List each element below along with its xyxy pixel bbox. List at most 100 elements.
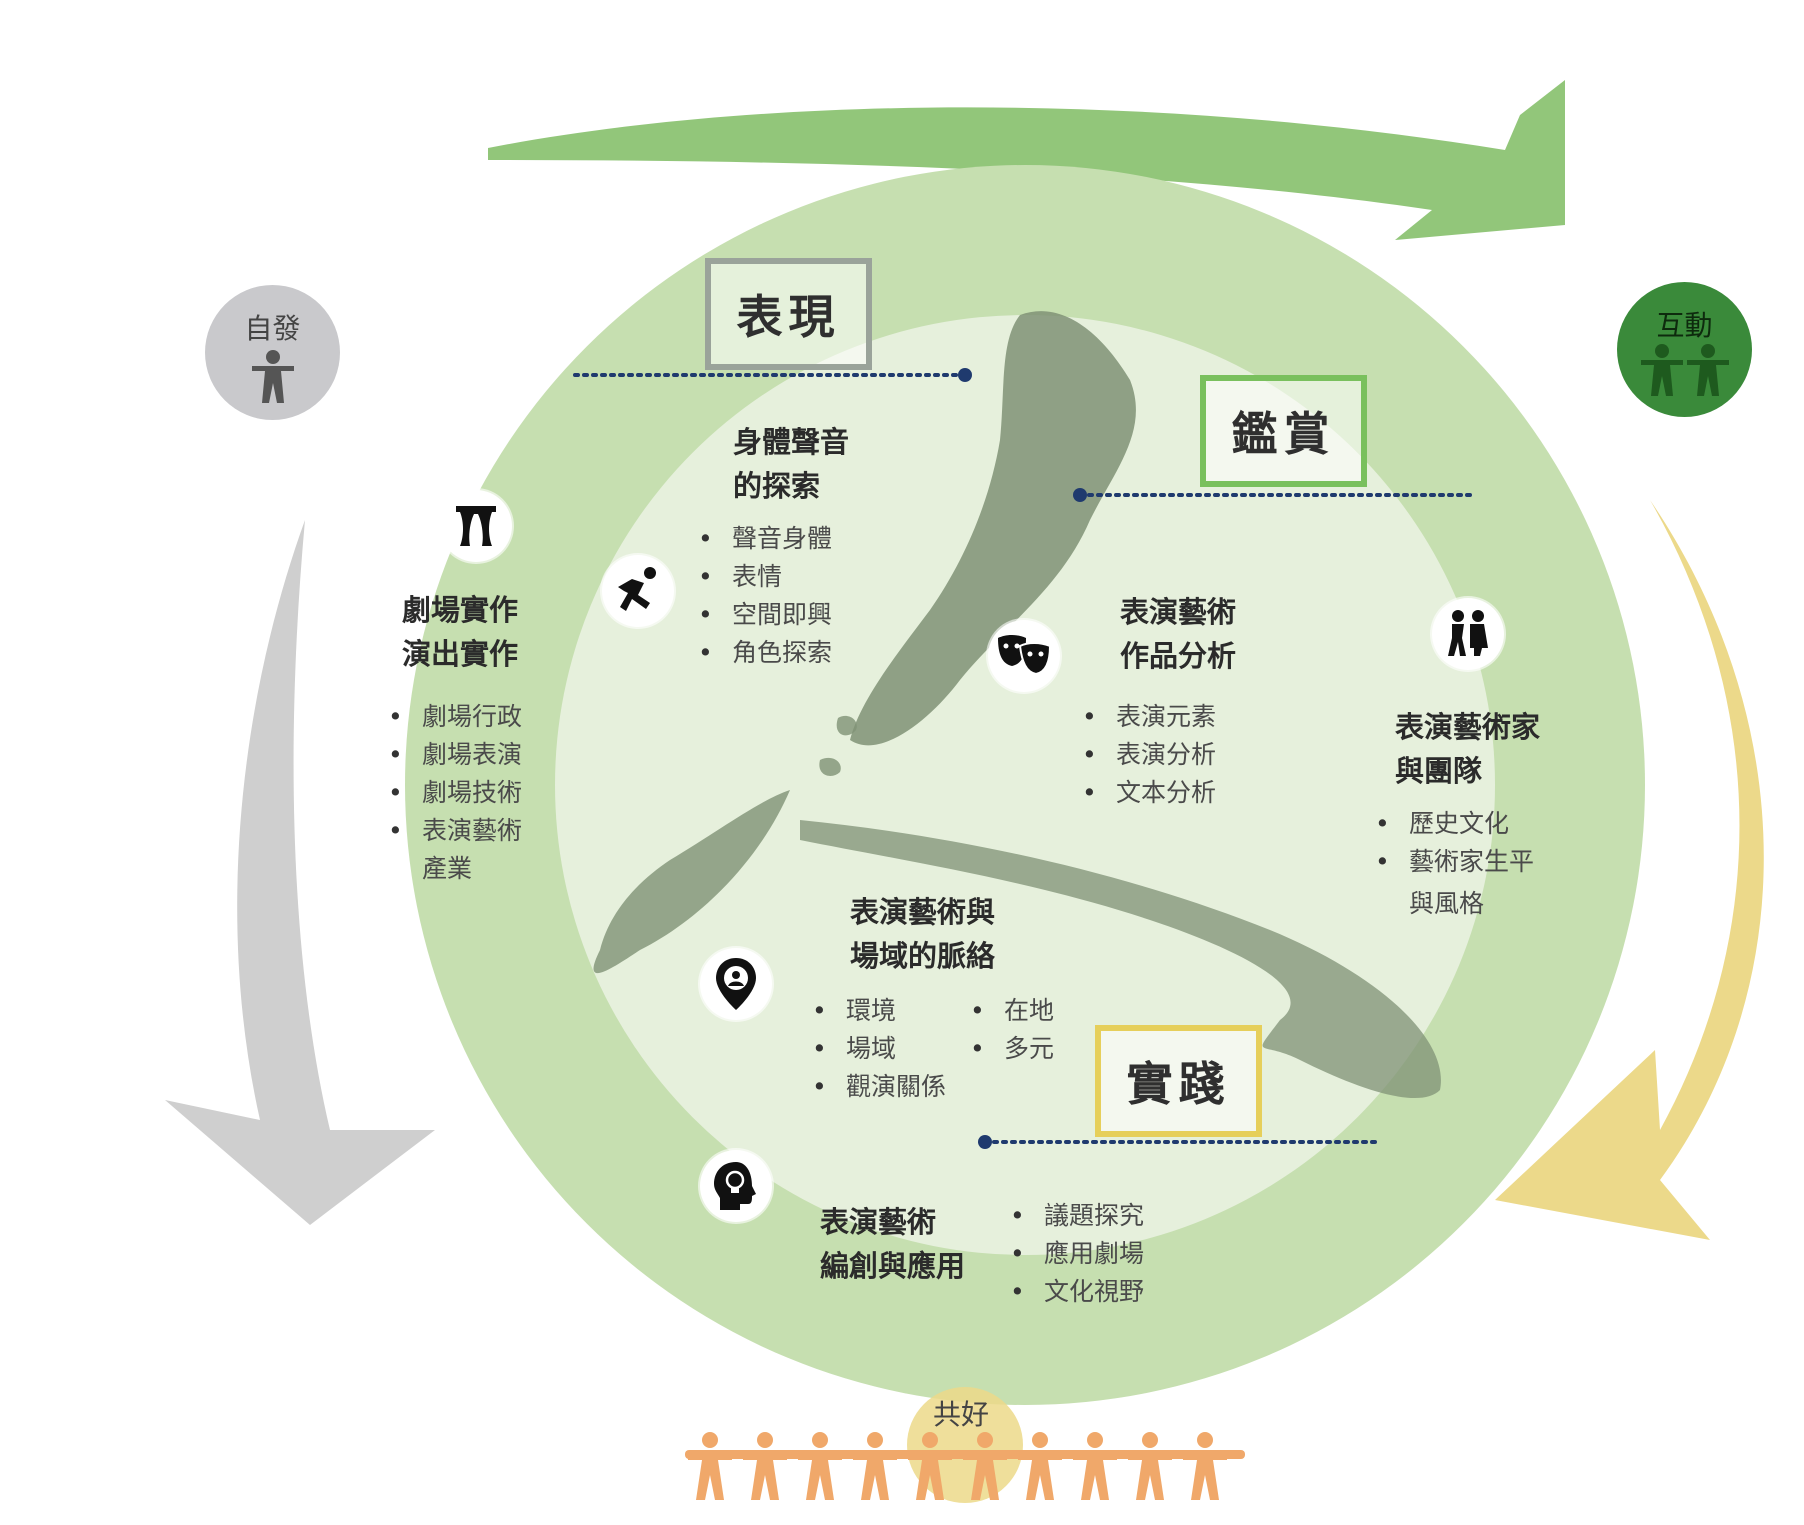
person-figure-body (1073, 1452, 1117, 1500)
list-item: 環境 (812, 992, 946, 1030)
spontaneous-circle: 自發 (205, 285, 340, 420)
section-body-voice: 身體聲音 的探索 聲音身體 表情 空間即興 角色探索 (698, 420, 850, 672)
person-figure-body (963, 1452, 1007, 1500)
list-item-continued: 與風格 (1409, 889, 1485, 918)
context-list-2: 在地 多元 (970, 992, 1054, 1106)
body-voice-title-1: 身體聲音 (733, 425, 850, 459)
two-people-icon (1640, 344, 1729, 396)
list-item: 觀演關係 (812, 1068, 946, 1106)
creation-title-1: 表演藝術 (820, 1205, 937, 1239)
person-figure-body (908, 1452, 952, 1500)
list-item: 表演藝術 (388, 812, 522, 850)
context-title-2: 場域的脈絡 (850, 939, 996, 973)
work-analysis-title-1: 表演藝術 (1120, 595, 1237, 629)
list-item: 空間即興 (698, 596, 849, 634)
person-icon (251, 350, 294, 403)
common-good-label: 共好 (933, 1398, 990, 1431)
list-item: 劇場技術 (388, 774, 522, 812)
stamp-appreciation-text: 鑑賞 (1231, 407, 1336, 461)
person-figure-head (1032, 1432, 1048, 1448)
person-figure-head (757, 1432, 773, 1448)
section-artists: 表演藝術家 與團隊 歷史文化 藝術家生平 與風格 (1375, 705, 1541, 923)
yellow-arrow (1495, 500, 1764, 1240)
section-theatre: 劇場實作 演出實作 劇場行政 劇場表演 劇場技術 表演藝術 產業 (388, 588, 522, 888)
person-figure-body (1018, 1452, 1062, 1500)
person-figure-body (688, 1452, 732, 1500)
person-figure-head (977, 1432, 993, 1448)
interaction-circle: 互動 (1617, 282, 1752, 417)
person-figure-body (1183, 1452, 1227, 1500)
person-figure-body (853, 1452, 897, 1500)
artists-title-1: 表演藝術家 (1395, 710, 1541, 744)
dot-practice (978, 1135, 992, 1149)
green-arrow (488, 80, 1565, 240)
theatre-title-1: 劇場實作 (402, 593, 519, 627)
person-figure-head (812, 1432, 828, 1448)
person-figure-head (702, 1432, 718, 1448)
interaction-label: 互動 (1656, 309, 1713, 342)
brush-dots (819, 715, 857, 776)
theatre-curtain-icon (440, 490, 512, 562)
people-figures (688, 1432, 1227, 1500)
work-analysis-list: 表演元素 表演分析 文本分析 (1082, 698, 1236, 812)
list-item: 在地 (970, 992, 1054, 1030)
person-figure-body (1128, 1452, 1172, 1500)
person-figure-head (1087, 1432, 1103, 1448)
dot-expression (958, 368, 972, 382)
list-item: 多元 (970, 1030, 1054, 1068)
body-voice-title-2: 的探索 (733, 469, 821, 503)
list-item: 劇場行政 (388, 698, 522, 736)
list-item: 文化視野 (1010, 1273, 1144, 1311)
list-item: 表演元素 (1082, 698, 1236, 736)
artists-title-2: 與團隊 (1395, 754, 1483, 788)
list-item: 表演分析 (1082, 736, 1236, 774)
head-lightbulb-icon (700, 1150, 772, 1222)
person-figure-head (1142, 1432, 1158, 1448)
stamp-expression-text: 表現 (736, 290, 841, 344)
stamp-expression: 表現 (705, 258, 872, 370)
body-voice-list: 聲音身體 表情 空間即興 角色探索 (698, 520, 849, 672)
work-analysis-title-2: 作品分析 (1120, 639, 1237, 673)
location-pin-icon (700, 948, 772, 1020)
running-person-icon (602, 555, 674, 627)
person-figure-body (798, 1452, 842, 1500)
grey-arrow (165, 520, 435, 1225)
stamp-practice-text: 實踐 (1126, 1057, 1231, 1111)
list-item: 藝術家生平 (1375, 843, 1540, 881)
list-item: 場域 (812, 1030, 946, 1068)
dancing-couple-icon (1432, 598, 1504, 670)
context-lists: 環境 場域 觀演關係 在地 多元 (812, 992, 1054, 1106)
artists-list: 歷史文化 藝術家生平 與風格 (1375, 805, 1540, 923)
creation-title-2: 編創與應用 (820, 1249, 966, 1283)
spontaneous-label: 自發 (244, 312, 301, 345)
person-figure-head (922, 1432, 938, 1448)
section-work-analysis: 表演藝術 作品分析 表演元素 表演分析 文本分析 (1082, 590, 1237, 812)
brush-stroke-lower-right (800, 820, 1441, 1099)
theatre-masks-icon (988, 620, 1060, 692)
list-item-continued: 產業 (422, 854, 473, 883)
list-item: 表情 (698, 558, 849, 596)
person-figure-body (743, 1452, 787, 1500)
section-context: 表演藝術與 場域的脈絡 環境 場域 觀演關係 在地 多元 (812, 890, 1054, 1106)
list-item: 歷史文化 (1375, 805, 1540, 843)
brush-stroke-upper (850, 311, 1136, 746)
stamp-practice: 實踐 (1095, 1025, 1262, 1137)
person-figure-head (1197, 1432, 1213, 1448)
brush-stroke-lower-left (593, 790, 790, 974)
list-item: 劇場表演 (388, 736, 522, 774)
creation-list: 議題探究 應用劇場 文化視野 (1010, 1197, 1144, 1311)
person-figure-head (867, 1432, 883, 1448)
stamp-appreciation: 鑑賞 (1200, 375, 1367, 487)
list-item: 聲音身體 (698, 520, 849, 558)
list-item: 議題探究 (1010, 1197, 1144, 1235)
theatre-title-2: 演出實作 (402, 637, 519, 671)
list-item: 應用劇場 (1010, 1235, 1144, 1273)
theatre-list: 劇場行政 劇場表演 劇場技術 表演藝術 產業 (388, 698, 522, 888)
context-title-1: 表演藝術與 (850, 895, 996, 929)
list-item: 文本分析 (1082, 774, 1236, 812)
dot-appreciation (1073, 488, 1087, 502)
section-creation: 表演藝術 編創與應用 (820, 1200, 965, 1288)
list-item: 角色探索 (698, 634, 849, 672)
context-list-1: 環境 場域 觀演關係 (812, 992, 946, 1106)
